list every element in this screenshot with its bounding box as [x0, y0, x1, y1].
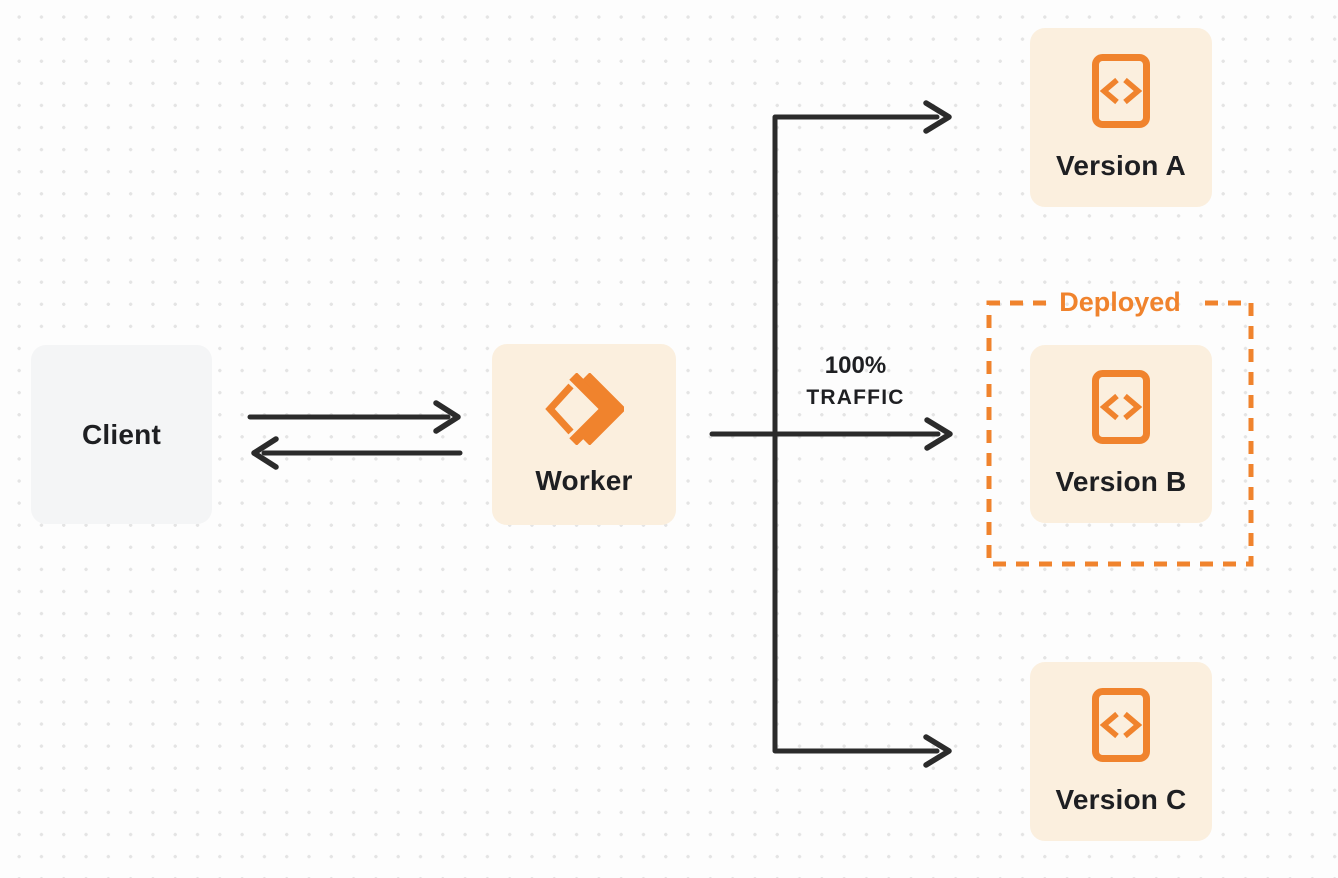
version-b-node: Version B	[1030, 345, 1212, 523]
arrow-worker-to-client-head	[251, 436, 279, 470]
traffic-word: TRAFFIC	[806, 386, 905, 409]
arrow-worker-to-version-b-head	[924, 417, 953, 451]
client-node: Client	[31, 345, 212, 524]
worker-label: Worker	[535, 464, 633, 496]
traffic-percent: 100%	[824, 352, 887, 379]
version-a-label: Version A	[1056, 149, 1186, 181]
version-c-label: Version C	[1055, 783, 1187, 815]
worker-node: Worker	[492, 344, 676, 525]
code-file-icon	[1092, 687, 1150, 762]
version-a-node: Version A	[1030, 28, 1212, 207]
deployed-label: Deployed	[1059, 287, 1181, 317]
traffic-branch-line	[772, 114, 940, 754]
client-label: Client	[82, 418, 161, 450]
arrow-to-version-a-head	[923, 100, 952, 134]
version-b-label: Version B	[1055, 466, 1187, 497]
version-c-node: Version C	[1030, 662, 1212, 841]
workers-logo-icon	[545, 372, 624, 445]
arrow-to-version-c-head	[923, 734, 952, 768]
code-file-icon	[1092, 53, 1150, 128]
code-file-icon	[1092, 370, 1150, 444]
traffic-annotation: 100% TRAFFIC	[768, 350, 943, 414]
arrow-client-to-worker-head	[433, 400, 461, 434]
